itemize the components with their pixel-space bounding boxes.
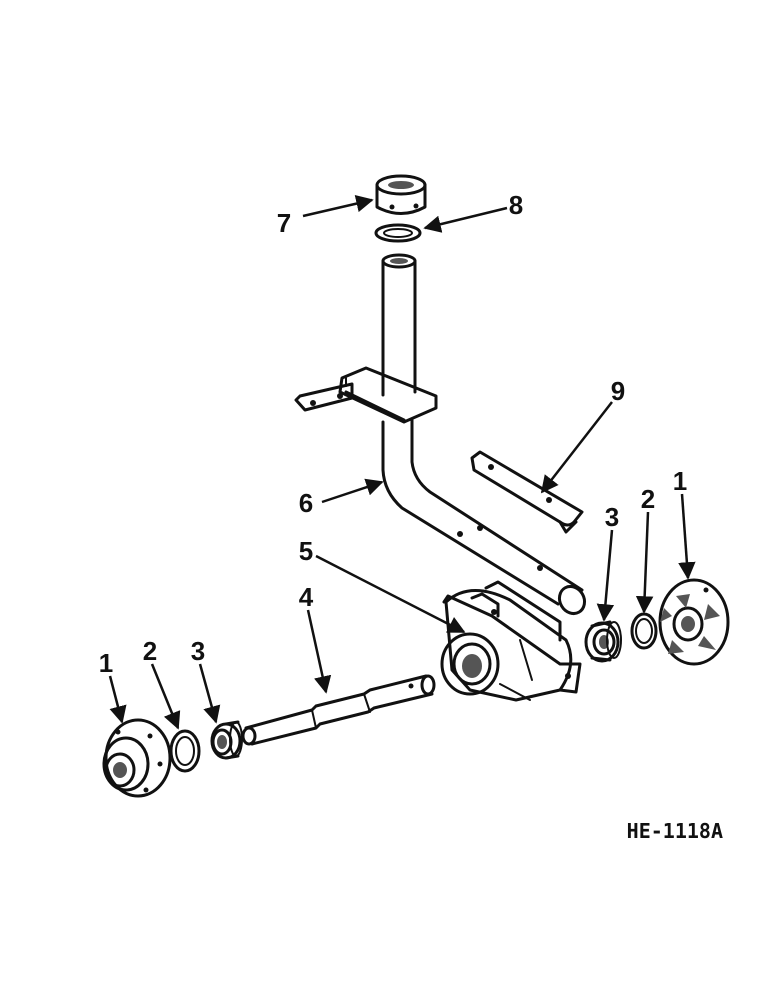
callout-label-2-right: 2 <box>641 484 655 514</box>
callout-label-3-left: 3 <box>191 636 205 666</box>
part-9-bracket <box>470 450 584 534</box>
part-2-snap-ring-right <box>630 612 658 650</box>
callout-label-8: 8 <box>509 190 523 220</box>
figure-id: HE-1118A <box>627 819 723 843</box>
callout-label-4: 4 <box>299 582 314 612</box>
part-8-washer <box>374 223 422 243</box>
callout-label-2-left: 2 <box>143 636 157 666</box>
part-3-bearing-right <box>584 620 622 663</box>
callout-label-5: 5 <box>299 536 313 566</box>
part-3-bearing-left <box>210 720 243 760</box>
part-6-spindle-arm <box>294 253 587 616</box>
part-1-hub-right <box>658 578 730 666</box>
part-5-housing <box>440 580 582 702</box>
callout-label-6: 6 <box>299 488 313 518</box>
leader-lines <box>108 195 696 730</box>
part-1-hub-left <box>102 718 172 798</box>
part-4-axle-shaft <box>241 674 436 746</box>
callout-label-1-left: 1 <box>99 648 113 678</box>
callout-label-9: 9 <box>611 376 625 406</box>
callout-label-3-right: 3 <box>605 502 619 532</box>
part-2-snap-ring-left <box>169 729 201 773</box>
callout-label-7: 7 <box>277 208 291 238</box>
callout-labels: 7 8 9 6 5 4 1 2 3 3 2 1 <box>99 190 687 678</box>
part-7-bushing <box>375 174 427 215</box>
callout-label-1-right: 1 <box>673 466 687 496</box>
